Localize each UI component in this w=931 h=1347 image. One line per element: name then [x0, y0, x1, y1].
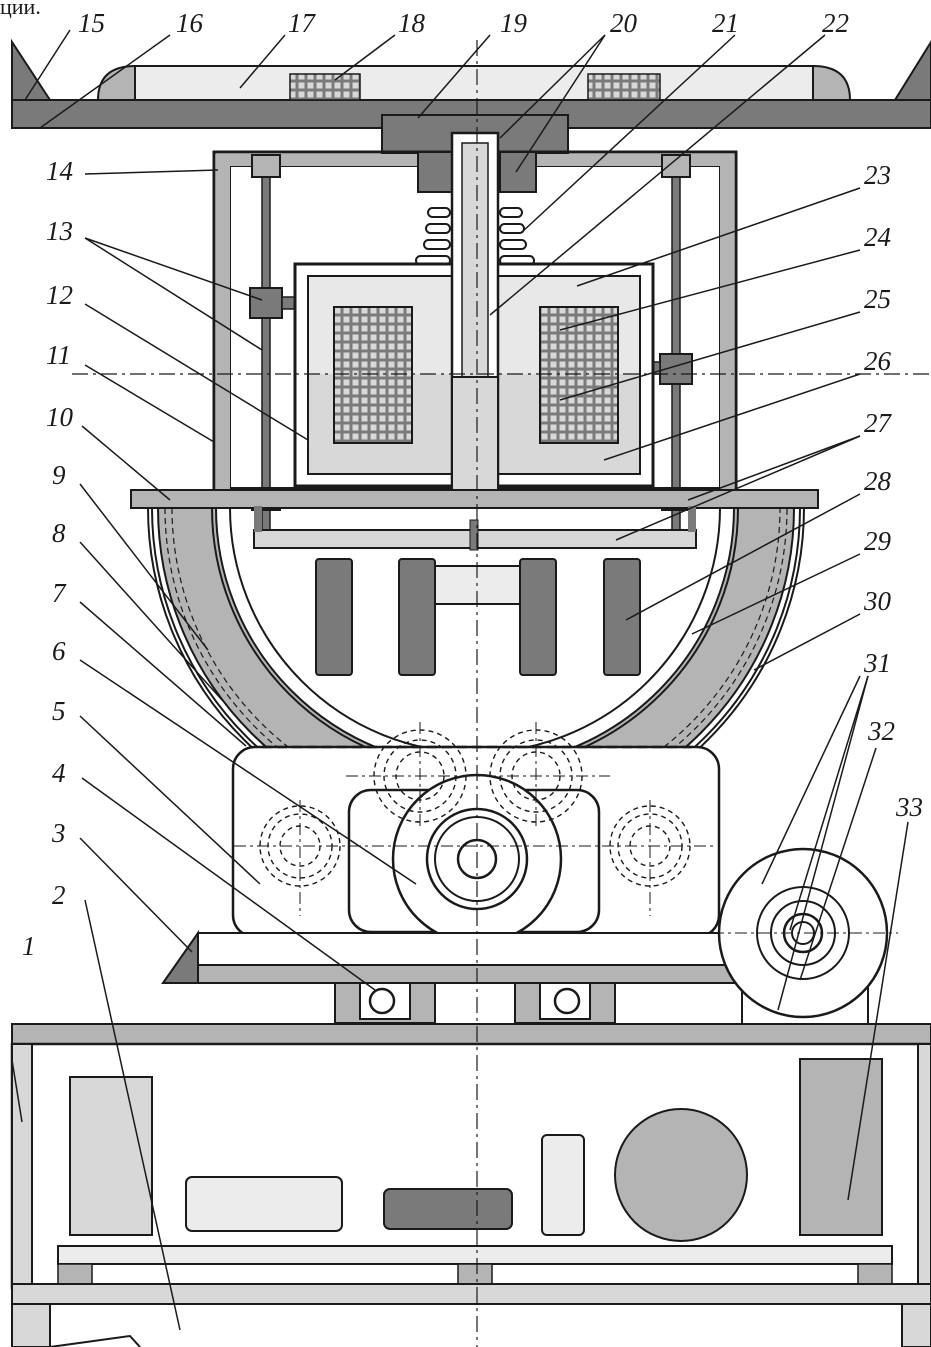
callout-30: 30	[863, 586, 892, 616]
callout-29: 29	[864, 526, 892, 556]
centerlines	[72, 40, 931, 1347]
top-plate-assembly	[11, 38, 931, 154]
callout-2: 2	[52, 880, 66, 910]
callout-18: 18	[398, 8, 426, 38]
roller-carriage	[231, 722, 721, 960]
header-fragment: ции.	[0, 0, 41, 19]
left-wedge	[11, 38, 52, 101]
callout-24: 24	[864, 222, 891, 252]
callout-5: 5	[52, 696, 66, 726]
motor	[712, 847, 898, 1025]
crossbeam	[130, 489, 819, 551]
callout-27: 27	[864, 408, 893, 438]
callout-10: 10	[46, 402, 74, 432]
callout-21: 21	[712, 8, 739, 38]
callout-6: 6	[52, 636, 66, 666]
coil-right	[539, 306, 619, 444]
callout-23: 23	[864, 160, 891, 190]
callout-15: 15	[78, 8, 105, 38]
callout-31: 31	[863, 648, 891, 678]
top-coil-right	[587, 73, 661, 101]
callout-25: 25	[864, 284, 891, 314]
callout-17: 17	[288, 8, 317, 38]
callout-4: 4	[52, 758, 66, 788]
callout-32: 32	[867, 716, 895, 746]
callout-1: 1	[22, 931, 36, 961]
leader-lines	[11, 29, 909, 1331]
coil-left	[333, 306, 413, 444]
callout-12: 12	[46, 280, 73, 310]
callout-26: 26	[864, 346, 892, 376]
callout-16: 16	[176, 8, 204, 38]
callout-numbers: 1 2 3 4 5 6 7 8 9 10 11 12 13 14 15 16 1…	[22, 8, 923, 961]
callout-14: 14	[46, 156, 73, 186]
callout-9: 9	[52, 460, 66, 490]
callout-3: 3	[51, 818, 66, 848]
top-tray	[134, 65, 814, 101]
callout-19: 19	[500, 8, 528, 38]
callout-33: 33	[895, 792, 923, 822]
top-coil-left	[289, 73, 361, 101]
callout-7: 7	[52, 578, 67, 608]
callout-8: 8	[52, 518, 66, 548]
callout-13: 13	[46, 216, 73, 246]
callout-20: 20	[610, 8, 638, 38]
callout-22: 22	[822, 8, 849, 38]
right-wedge	[893, 40, 931, 101]
cabinet	[10, 1023, 931, 1347]
callout-28: 28	[864, 466, 892, 496]
callout-11: 11	[46, 340, 71, 370]
coil-housing	[293, 131, 655, 507]
